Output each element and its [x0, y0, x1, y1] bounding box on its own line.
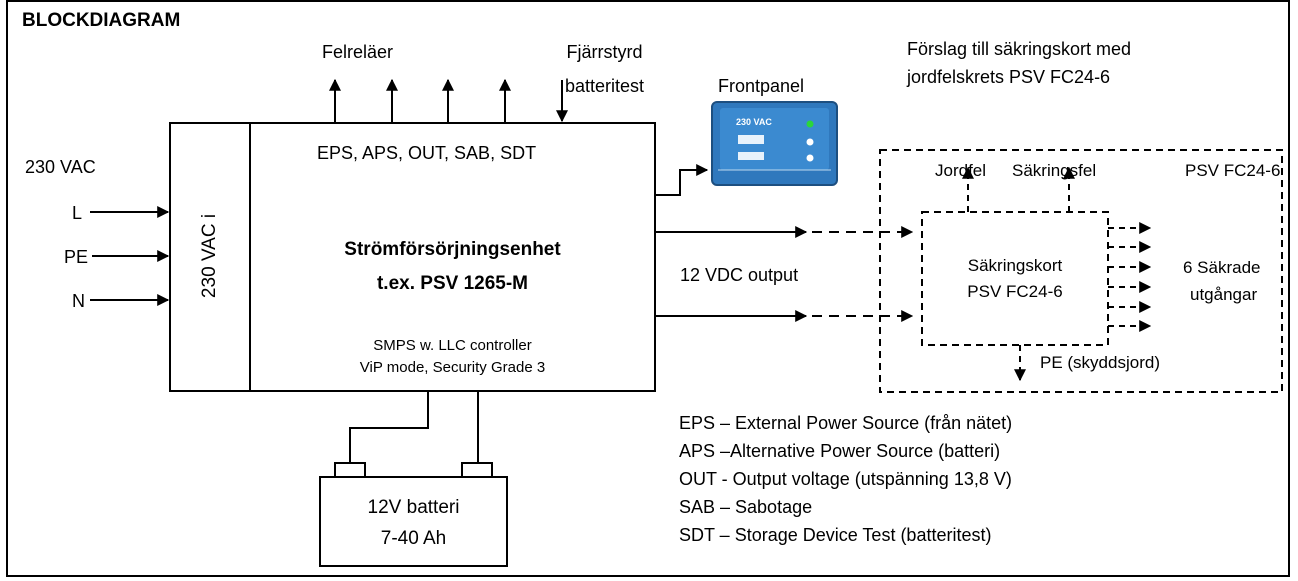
signal-list: EPS, APS, OUT, SAB, SDT [317, 143, 537, 163]
battery-terminal-left [334, 462, 366, 478]
battery-box [319, 476, 508, 567]
input-l-label: L [72, 203, 83, 223]
psu-note-2: ViP mode, Security Grade 3 [359, 359, 546, 376]
felrelaer-label: Felreläer [322, 42, 394, 62]
battery-terminal-right [461, 462, 493, 478]
battery-line2: 7-40 Ah [380, 528, 447, 549]
battery-line1: 12V batteri [367, 497, 460, 518]
input-n-label: N [72, 291, 85, 311]
output-label: 12 VDC output [680, 265, 799, 285]
fuse-card-line2: PSV FC24-6 [967, 282, 1063, 301]
psu-note-1: SMPS w. LLC controller [373, 337, 532, 354]
pe-protective-earth-label: PE (skyddsjord) [1040, 353, 1160, 372]
remote-test-label-line1: Fjärrstyrd [566, 42, 643, 62]
input-voltage-label: 230 VAC [25, 157, 96, 177]
fused-outputs-line1: 6 Säkrade [1183, 258, 1261, 277]
psu-block [249, 122, 656, 392]
fuse-card-box [921, 211, 1109, 346]
remote-test-label-line2: batteritest [564, 76, 645, 96]
frontpanel-display-text: 230 VAC [736, 117, 772, 127]
legend-item-sdt: SDT – Storage Device Test (batteritest) [679, 525, 992, 545]
diagram-frame [6, 0, 1290, 577]
psu-name: Strömförsörjningsenhet [344, 239, 561, 260]
legend-item-eps: EPS – External Power Source (från nätet) [679, 413, 1013, 433]
fuse-proposal-line1: Förslag till säkringskort med [907, 39, 1132, 59]
legend: EPS – External Power Source (från nätet)… [679, 409, 1012, 549]
frontpanel-label: Frontpanel [718, 76, 805, 96]
fused-outputs-line2: utgångar [1190, 285, 1258, 304]
sakringsfel-label: Säkringsfel [1012, 161, 1097, 180]
fused-output-arrows [1108, 222, 1152, 332]
arrow-frontpanel [655, 164, 709, 196]
input-block [169, 122, 251, 392]
fuse-box-label: PSV FC24-6 [1185, 161, 1281, 180]
input-pe-label: PE [64, 247, 89, 267]
jordfel-label: Jordfel [935, 161, 987, 180]
fuse-proposal-box [879, 149, 1283, 393]
battery-wire-left [349, 391, 429, 463]
legend-item-aps: APS –Alternative Power Source (batteri) [679, 441, 1001, 461]
fuse-proposal-line2: jordfelskrets PSV FC24-6 [907, 67, 1111, 87]
psu-model: t.ex. PSV 1265-M [376, 273, 529, 294]
legend-item-sab: SAB – Sabotage [679, 497, 813, 517]
fuse-card-line1: Säkringskort [967, 256, 1063, 275]
frontpanel-device [711, 101, 838, 186]
input-block-label: 230 VAC i [199, 213, 220, 299]
legend-item-out: OUT - Output voltage (utspänning 13,8 V) [679, 469, 1012, 489]
diagram-title: BLOCKDIAGRAM [22, 10, 181, 31]
